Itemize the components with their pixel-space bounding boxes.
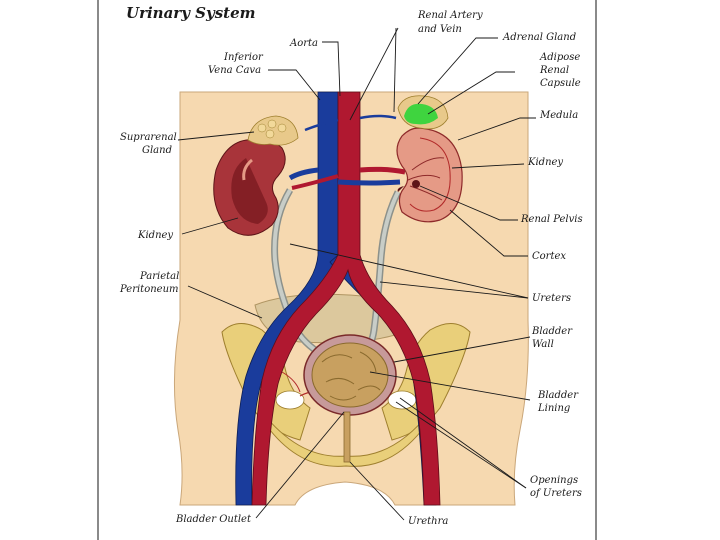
labels: Aorta Inferior Vena Cava Renal Artery an…: [119, 10, 583, 527]
left-kidney: [213, 139, 286, 236]
label-bladder-wall-line1: Bladder: [531, 326, 573, 337]
label-medula: Medula: [539, 110, 578, 121]
right-kidney: [396, 127, 463, 223]
diagram-title: Urinary System: [126, 4, 256, 22]
label-kidney-right: Kidney: [527, 157, 563, 168]
bladder: [303, 334, 397, 463]
label-adipose-line2: Renal: [539, 65, 569, 76]
label-urethra: Urethra: [408, 516, 448, 527]
leader-lines: [177, 27, 536, 521]
label-ureters: Ureters: [532, 293, 571, 304]
adrenal-gland-right: [397, 95, 449, 130]
label-parietal-line2: Peritoneum: [119, 284, 179, 295]
label-bladder-lining-line2: Lining: [537, 403, 570, 414]
label-suprarenal-line1: Suprarenal: [120, 132, 177, 143]
label-aorta: Aorta: [289, 38, 318, 49]
label-openings-line1: Openings: [530, 475, 578, 486]
label-cortex: Cortex: [532, 251, 566, 262]
label-suprarenal-line2: Gland: [142, 145, 172, 156]
label-renal-artery-vein-line2: and Vein: [418, 24, 462, 35]
label-inferior-vena-cava-line1: Inferior: [223, 52, 264, 63]
label-adipose-line1: Adipose: [539, 52, 580, 63]
label-bladder-outlet: Bladder Outlet: [175, 514, 252, 525]
label-inferior-vena-cava-line2: Vena Cava: [208, 65, 261, 76]
medula-green: [404, 103, 438, 125]
label-parietal-line1: Parietal: [139, 271, 179, 282]
label-renal-artery-vein-line1: Renal Artery: [417, 10, 483, 21]
renal-vessels: [288, 114, 406, 190]
frame-right-edge: [595, 0, 597, 540]
label-bladder-lining-line1: Bladder: [537, 390, 579, 401]
label-renal-pelvis: Renal Pelvis: [520, 214, 583, 225]
frame-left-edge: [97, 0, 99, 540]
label-kidney-left: Kidney: [137, 230, 173, 241]
aorta: [251, 91, 441, 506]
label-bladder-wall-line2: Wall: [532, 339, 554, 350]
label-adrenal-gland: Adrenal Gland: [502, 32, 576, 43]
label-adipose-line3: Capsule: [540, 78, 581, 89]
left-suprarenal-gland: [247, 115, 299, 146]
label-openings-line2: of Ureters: [530, 488, 582, 499]
